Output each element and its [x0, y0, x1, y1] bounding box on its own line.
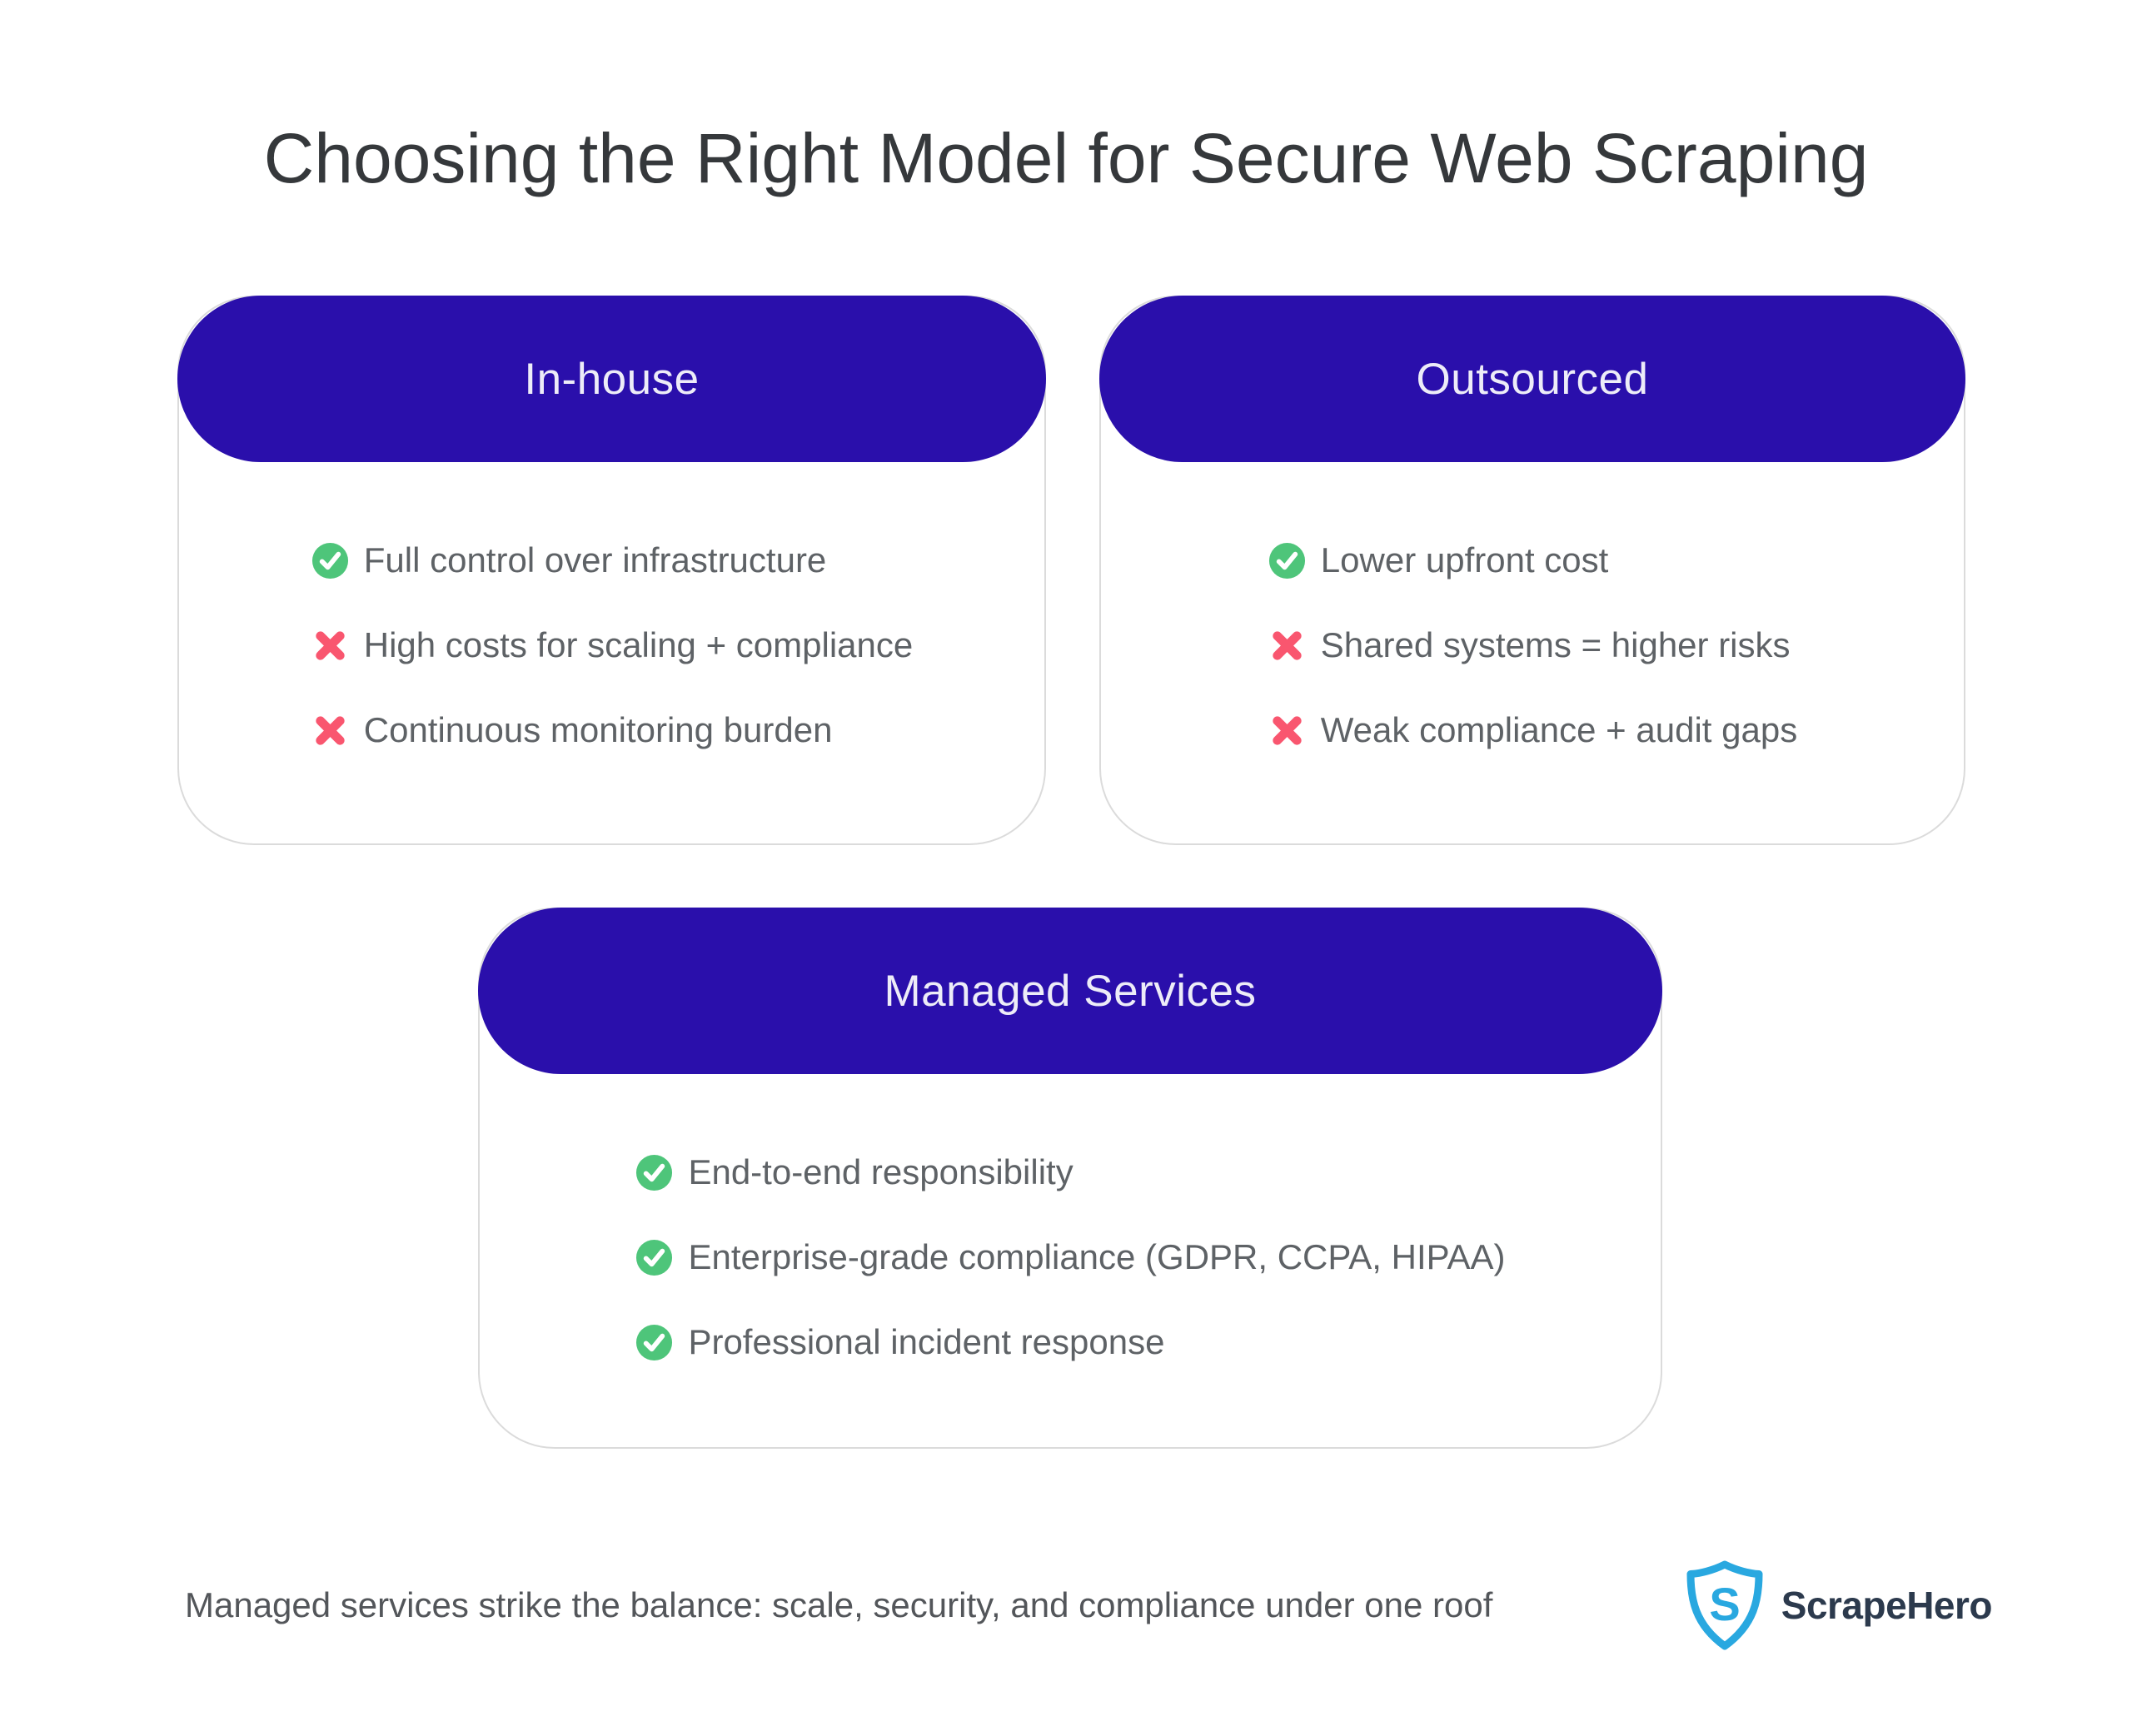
card-title: In-house	[524, 354, 700, 404]
check-circle-icon	[635, 1238, 674, 1277]
item-text: End-to-end responsibility	[688, 1152, 1073, 1191]
footer: Managed services strike the balance: sca…	[185, 1555, 1993, 1655]
list-item: Lower upfront cost	[1268, 537, 1797, 584]
card-header-pill: Managed Services	[478, 908, 1662, 1074]
card-outsourced: Outsourced Lower upfront cost Shared sys…	[1099, 296, 1965, 845]
list-item: Enterprise-grade compliance (GDPR, CCPA,…	[635, 1234, 1506, 1281]
card-body: Lower upfront cost Shared systems = high…	[1101, 462, 1964, 843]
item-list: Full control over infrastructure High co…	[311, 462, 913, 843]
list-item: High costs for scaling + compliance	[311, 622, 913, 669]
cross-icon	[1268, 711, 1307, 750]
list-item: Professional incident response	[635, 1319, 1505, 1365]
list-item: Full control over infrastructure	[311, 537, 913, 584]
card-managed-services: Managed Services End-to-end responsibili…	[478, 908, 1662, 1449]
brand-logo: S ScrapeHero	[1683, 1559, 1993, 1651]
item-text: High costs for scaling + compliance	[363, 625, 914, 664]
cross-icon	[311, 711, 350, 750]
check-circle-icon	[635, 1153, 674, 1192]
svg-text:S: S	[1709, 1578, 1740, 1630]
check-circle-icon	[1268, 541, 1307, 580]
check-circle-icon	[311, 541, 350, 580]
card-body: End-to-end responsibility Enterprise-gra…	[480, 1074, 1661, 1447]
list-item: Continuous monitoring burden	[311, 707, 913, 754]
cross-icon	[311, 626, 350, 665]
card-title: Managed Services	[884, 966, 1257, 1016]
item-text: Lower upfront cost	[1320, 540, 1609, 579]
card-header-pill: In-house	[177, 296, 1046, 462]
list-item: Shared systems = higher risks	[1268, 622, 1797, 669]
list-item: Weak compliance + audit gaps	[1268, 707, 1797, 754]
item-text: Shared systems = higher risks	[1320, 625, 1791, 664]
cross-icon	[1268, 626, 1307, 665]
item-text: Continuous monitoring burden	[363, 710, 833, 749]
item-list: End-to-end responsibility Enterprise-gra…	[635, 1074, 1506, 1447]
list-item: End-to-end responsibility	[635, 1149, 1505, 1196]
card-header-pill: Outsourced	[1099, 296, 1965, 462]
item-text: Enterprise-grade compliance (GDPR, CCPA,…	[688, 1237, 1506, 1276]
card-title: Outsourced	[1416, 354, 1649, 404]
item-text: Weak compliance + audit gaps	[1320, 710, 1798, 749]
item-text: Full control over infrastructure	[363, 540, 827, 579]
item-text: Professional incident response	[688, 1322, 1165, 1361]
card-in-house: In-house Full control over infrastructur…	[177, 296, 1046, 845]
shield-s-icon: S	[1683, 1559, 1766, 1651]
check-circle-icon	[635, 1323, 674, 1362]
item-list: Lower upfront cost Shared systems = high…	[1268, 462, 1797, 843]
page-title: Choosing the Right Model for Secure Web …	[263, 119, 1869, 197]
footer-note: Managed services strike the balance: sca…	[185, 1585, 1493, 1624]
card-body: Full control over infrastructure High co…	[179, 462, 1044, 843]
brand-wordmark: ScrapeHero	[1781, 1584, 1993, 1627]
